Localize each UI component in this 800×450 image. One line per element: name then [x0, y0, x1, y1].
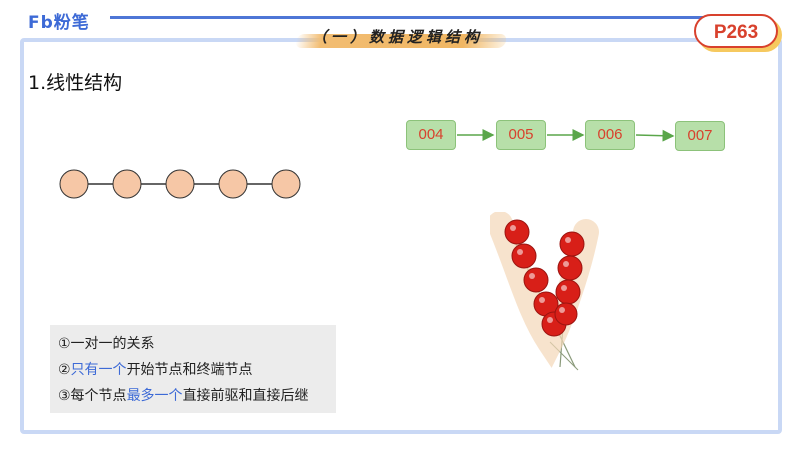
note-2-rest: 开始节点和终端节点 [126, 362, 253, 378]
candied-haws-illustration [490, 212, 599, 371]
list-node-005: 005 [496, 120, 546, 150]
list-node-006: 006 [585, 120, 635, 150]
chain-node-4 [218, 169, 248, 199]
note-line-3: ③每个节点最多一个直接前驱和直接后继 [58, 383, 328, 409]
note-line-1: ①一对一的关系 [58, 331, 328, 357]
slide-title-block: （一）数据逻辑结构 [294, 22, 508, 52]
list-node-007: 007 [675, 121, 725, 151]
chain-node-5 [271, 169, 301, 199]
note-3-highlight: 最多一个 [126, 388, 183, 404]
arrow-006-007 [635, 129, 675, 142]
notes-panel: ①一对一的关系 ②只有一个开始节点和终端节点 ③每个节点最多一个直接前驱和直接后… [50, 325, 336, 413]
chain-node-3 [165, 169, 195, 199]
page-number-badge: P263 [694, 14, 778, 48]
list-arrows [457, 129, 675, 142]
chain-node-2 [112, 169, 142, 199]
list-node-004: 004 [406, 120, 456, 150]
brand-logo: Fb粉笔 [28, 13, 90, 33]
slide-title: （一）数据逻辑结构 [312, 28, 484, 46]
section-title: 1.线性结构 [28, 72, 123, 94]
note-line-2: ②只有一个开始节点和终端节点 [58, 357, 328, 383]
note-2-highlight: 只有一个 [70, 362, 127, 378]
note-3-rest: 直接前驱和直接后继 [182, 388, 309, 404]
header-divider [110, 16, 710, 19]
chain-node-1 [59, 169, 89, 199]
linear-chain-diagram [59, 169, 301, 199]
note-2-prefix: ② [58, 362, 71, 378]
note-text-1: ①一对一的关系 [58, 336, 155, 352]
note-3-prefix: ③每个节点 [58, 388, 127, 404]
